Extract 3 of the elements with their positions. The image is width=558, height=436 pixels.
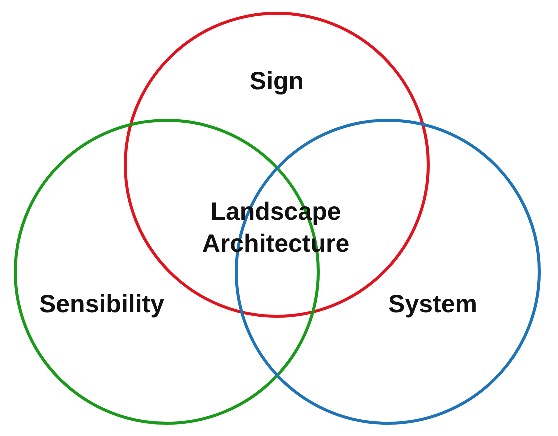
- set-label: System: [388, 290, 478, 320]
- set-label: Sensibility: [39, 290, 165, 320]
- set-label: Sign: [250, 68, 304, 96]
